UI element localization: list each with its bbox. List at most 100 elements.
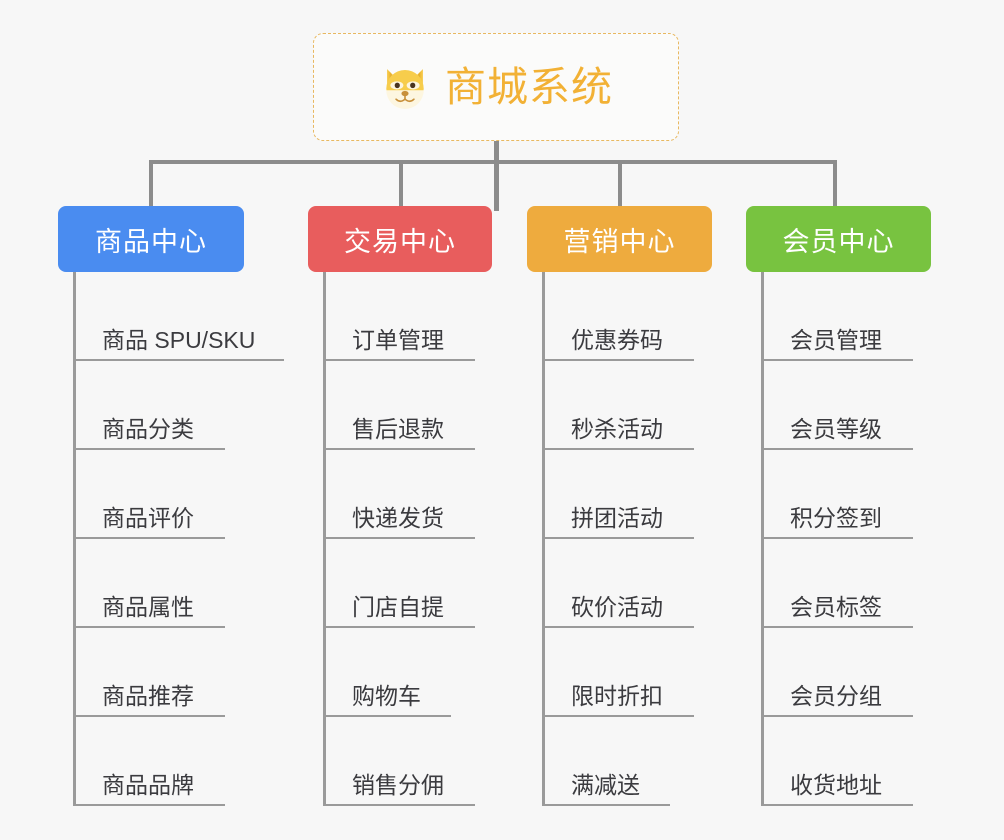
- leaf-rule: [73, 359, 284, 361]
- leaf-rule: [761, 448, 913, 450]
- leaf-label: 收货地址: [790, 771, 882, 798]
- leaf-item[interactable]: 商品评价: [58, 450, 267, 539]
- branch-营销中心: 营销中心 优惠券码 秒杀活动 拼团活动 砍价活动 限时折扣: [527, 206, 712, 806]
- connector-bus: [149, 160, 837, 164]
- branch-spine-1: [323, 272, 326, 806]
- leaf-label: 限时折扣: [571, 682, 663, 709]
- leaf-list-1: 订单管理 售后退款 快递发货 门店自提 购物车 销售分佣: [308, 272, 492, 806]
- branch-header-3[interactable]: 会员中心: [746, 206, 931, 272]
- leaf-item[interactable]: 限时折扣: [527, 628, 712, 717]
- leaf-label: 拼团活动: [571, 504, 663, 531]
- leaf-item[interactable]: 商品推荐: [58, 628, 267, 717]
- leaf-label: 优惠券码: [571, 326, 663, 353]
- leaf-rule: [761, 537, 913, 539]
- leaf-label: 会员分组: [790, 682, 882, 709]
- branch-spine-2: [542, 272, 545, 806]
- leaf-rule: [542, 359, 694, 361]
- leaf-label: 商品推荐: [102, 682, 194, 709]
- leaf-item[interactable]: 砍价活动: [527, 539, 712, 628]
- branch-header-label: 会员中心: [782, 226, 895, 257]
- leaf-rule: [323, 804, 475, 806]
- leaf-label: 购物车: [352, 682, 421, 709]
- leaf-item[interactable]: 秒杀活动: [527, 361, 712, 450]
- leaf-rule: [542, 804, 670, 806]
- leaf-rule: [761, 359, 913, 361]
- leaf-item[interactable]: 拼团活动: [527, 450, 712, 539]
- branch-header-label: 商品中心: [95, 226, 207, 257]
- leaf-item[interactable]: 积分签到: [746, 450, 931, 539]
- leaf-rule: [73, 804, 225, 806]
- leaf-label: 秒杀活动: [571, 415, 663, 442]
- leaf-label: 满减送: [571, 771, 640, 798]
- leaf-item[interactable]: 售后退款: [308, 361, 492, 450]
- branch-spine-3: [761, 272, 764, 806]
- leaf-rule: [323, 626, 475, 628]
- leaf-rule: [761, 715, 913, 717]
- connector-drop-2: [618, 160, 622, 208]
- branch-header-label: 交易中心: [344, 226, 456, 257]
- branch-header-1[interactable]: 交易中心: [308, 206, 492, 272]
- branch-spine-0: [73, 272, 76, 806]
- leaf-rule: [323, 537, 475, 539]
- connector-drop-3: [833, 160, 837, 208]
- leaf-item[interactable]: 商品 SPU/SKU: [58, 272, 284, 361]
- leaf-item[interactable]: 会员管理: [746, 272, 931, 361]
- leaf-list-3: 会员管理 会员等级 积分签到 会员标签 会员分组 收货地址: [746, 272, 931, 806]
- leaf-rule: [323, 448, 475, 450]
- leaf-label: 商品评价: [102, 504, 194, 531]
- leaf-item[interactable]: 购物车: [308, 628, 492, 717]
- leaf-rule: [73, 448, 225, 450]
- leaf-item[interactable]: 会员标签: [746, 539, 931, 628]
- branch-商品中心: 商品中心 商品 SPU/SKU 商品分类 商品评价 商品属性 商品推荐: [58, 206, 284, 806]
- dog-face-icon: [379, 61, 431, 113]
- leaf-rule: [323, 359, 475, 361]
- leaf-rule: [73, 626, 225, 628]
- leaf-item[interactable]: 商品分类: [58, 361, 267, 450]
- leaf-item[interactable]: 商品品牌: [58, 717, 267, 806]
- branch-会员中心: 会员中心 会员管理 会员等级 积分签到 会员标签 会员分组: [746, 206, 931, 806]
- branch-header-2[interactable]: 营销中心: [527, 206, 712, 272]
- branch-header-0[interactable]: 商品中心: [58, 206, 244, 272]
- leaf-label: 商品 SPU/SKU: [102, 326, 256, 353]
- leaf-list-0: 商品 SPU/SKU 商品分类 商品评价 商品属性 商品推荐 商品品牌: [58, 272, 284, 806]
- leaf-item[interactable]: 会员等级: [746, 361, 931, 450]
- leaf-label: 会员等级: [790, 415, 882, 442]
- leaf-item[interactable]: 快递发货: [308, 450, 492, 539]
- leaf-label: 门店自提: [352, 593, 444, 620]
- leaf-label: 销售分佣: [352, 771, 444, 798]
- leaf-list-2: 优惠券码 秒杀活动 拼团活动 砍价活动 限时折扣 满减送: [527, 272, 712, 806]
- root-node[interactable]: 商城系统: [313, 33, 679, 141]
- leaf-rule: [73, 537, 225, 539]
- leaf-item[interactable]: 商品属性: [58, 539, 267, 628]
- leaf-label: 商品属性: [102, 593, 194, 620]
- leaf-rule: [542, 715, 694, 717]
- leaf-label: 会员管理: [790, 326, 882, 353]
- leaf-label: 商品品牌: [102, 771, 194, 798]
- leaf-item[interactable]: 优惠券码: [527, 272, 712, 361]
- leaf-item[interactable]: 满减送: [527, 717, 712, 806]
- leaf-label: 售后退款: [352, 415, 444, 442]
- leaf-rule: [323, 715, 451, 717]
- leaf-label: 订单管理: [352, 326, 444, 353]
- connector-root-stem: [494, 141, 499, 211]
- leaf-item[interactable]: 订单管理: [308, 272, 492, 361]
- leaf-label: 砍价活动: [571, 593, 663, 620]
- branch-交易中心: 交易中心 订单管理 售后退款 快递发货 门店自提 购物车: [308, 206, 492, 806]
- leaf-label: 商品分类: [102, 415, 194, 442]
- leaf-item[interactable]: 销售分佣: [308, 717, 492, 806]
- leaf-rule: [542, 448, 694, 450]
- root-title: 商城系统: [445, 63, 613, 110]
- leaf-rule: [761, 626, 913, 628]
- leaf-item[interactable]: 门店自提: [308, 539, 492, 628]
- connector-drop-1: [399, 160, 403, 208]
- branch-header-label: 营销中心: [563, 226, 676, 257]
- leaf-label: 积分签到: [790, 504, 882, 531]
- leaf-rule: [542, 537, 694, 539]
- leaf-rule: [542, 626, 694, 628]
- leaf-item[interactable]: 收货地址: [746, 717, 931, 806]
- leaf-item[interactable]: 会员分组: [746, 628, 931, 717]
- leaf-label: 快递发货: [352, 504, 444, 531]
- connector-drop-0: [149, 160, 153, 208]
- leaf-rule: [73, 715, 225, 717]
